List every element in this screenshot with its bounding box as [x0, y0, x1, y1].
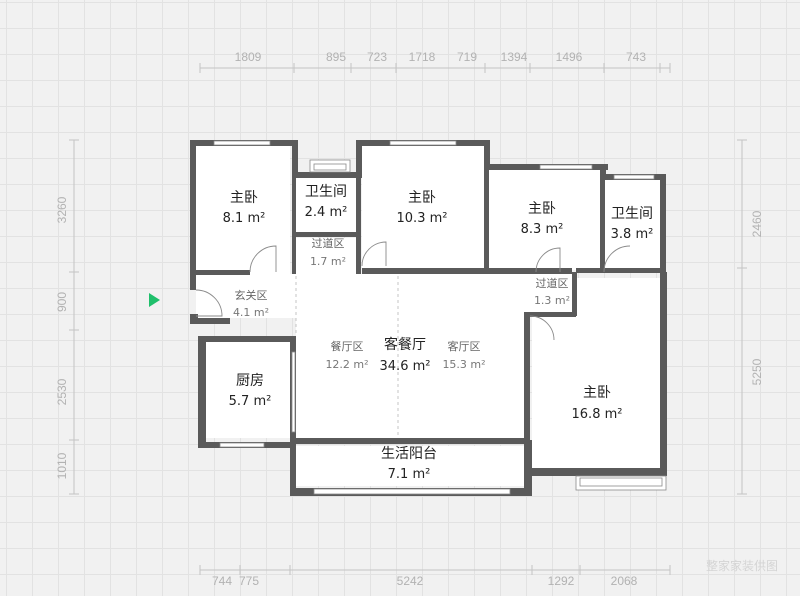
room-bedroom-1-area: 8.1 m²	[223, 211, 266, 226]
zone-living-area: 15.3 m²	[442, 358, 485, 371]
dim-bottom-1: 744	[212, 574, 232, 588]
room-bathroom-1-name: 卫生间	[305, 184, 347, 200]
room-corridor-2-name: 过道区	[536, 276, 569, 290]
zone-living-name: 客厅区	[448, 339, 481, 353]
room-kitchen-name: 厨房	[236, 373, 264, 389]
dim-top-5: 719	[457, 50, 477, 64]
room-entrance-name: 玄关区	[235, 288, 268, 302]
room-entrance-area: 4.1 m²	[233, 306, 269, 319]
room-master-bedroom-area: 16.8 m²	[572, 407, 623, 422]
room-kitchen-area: 5.7 m²	[229, 394, 272, 409]
dim-top-7: 1496	[556, 50, 583, 64]
room-master-bedroom-name: 主卧	[583, 385, 611, 401]
room-bedroom-3-name: 主卧	[528, 201, 556, 217]
top-dimension-labels: 1809 895 723 1718 719 1394 1496 743	[235, 50, 647, 64]
left-dimension-labels: 3260 900 2530 1010	[55, 196, 69, 479]
room-balcony-area: 7.1 m²	[388, 467, 431, 482]
floor-fills	[196, 146, 660, 486]
dim-bottom-5: 2068	[611, 574, 638, 588]
room-balcony-name: 生活阳台	[381, 446, 437, 462]
zone-dining-name: 餐厅区	[331, 339, 364, 353]
zone-dining-area: 12.2 m²	[325, 358, 368, 371]
dim-top-3: 723	[367, 50, 387, 64]
room-corridor-2-area: 1.3 m²	[534, 294, 570, 307]
play-icon[interactable]	[149, 293, 160, 307]
dim-left-2: 900	[55, 292, 69, 312]
dim-top-6: 1394	[501, 50, 528, 64]
dim-bottom-3: 5242	[397, 574, 424, 588]
room-bathroom-1-area: 2.4 m²	[305, 205, 348, 220]
dim-top-2: 895	[326, 50, 346, 64]
dim-left-4: 1010	[55, 452, 69, 479]
room-bathroom-2-area: 3.8 m²	[611, 227, 654, 242]
room-bathroom-2-name: 卫生间	[611, 206, 653, 222]
dim-top-1: 1809	[235, 50, 262, 64]
room-bedroom-2-name: 主卧	[408, 190, 436, 206]
dim-left-3: 2530	[55, 378, 69, 405]
room-corridor-1-area: 1.7 m²	[310, 255, 346, 268]
dimension-lines	[69, 63, 747, 575]
right-dimension-labels: 2460 5250	[750, 210, 764, 385]
dim-right-2: 5250	[750, 358, 764, 385]
room-labels: 主卧 8.1 m² 卫生间 2.4 m² 主卧 10.3 m² 主卧 8.3 m…	[223, 184, 654, 482]
dim-bottom-4: 1292	[548, 574, 575, 588]
dim-top-8: 743	[626, 50, 646, 64]
dim-top-4: 1718	[409, 50, 436, 64]
dim-left-1: 3260	[55, 196, 69, 223]
room-bedroom-2-area: 10.3 m²	[397, 211, 448, 226]
room-living-dining-name: 客餐厅	[384, 336, 426, 353]
room-bedroom-3-area: 8.3 m²	[521, 222, 564, 237]
watermark: 整家家装供图	[705, 559, 778, 573]
room-living-dining-area: 34.6 m²	[380, 359, 431, 374]
dim-bottom-2: 775	[239, 574, 259, 588]
dim-right-1: 2460	[750, 210, 764, 237]
room-bedroom-1-name: 主卧	[230, 190, 258, 206]
doors	[195, 241, 631, 436]
windows	[213, 140, 667, 495]
room-corridor-1-name: 过道区	[312, 236, 345, 250]
bottom-dimension-labels: 744 775 5242 1292 2068	[212, 574, 638, 588]
